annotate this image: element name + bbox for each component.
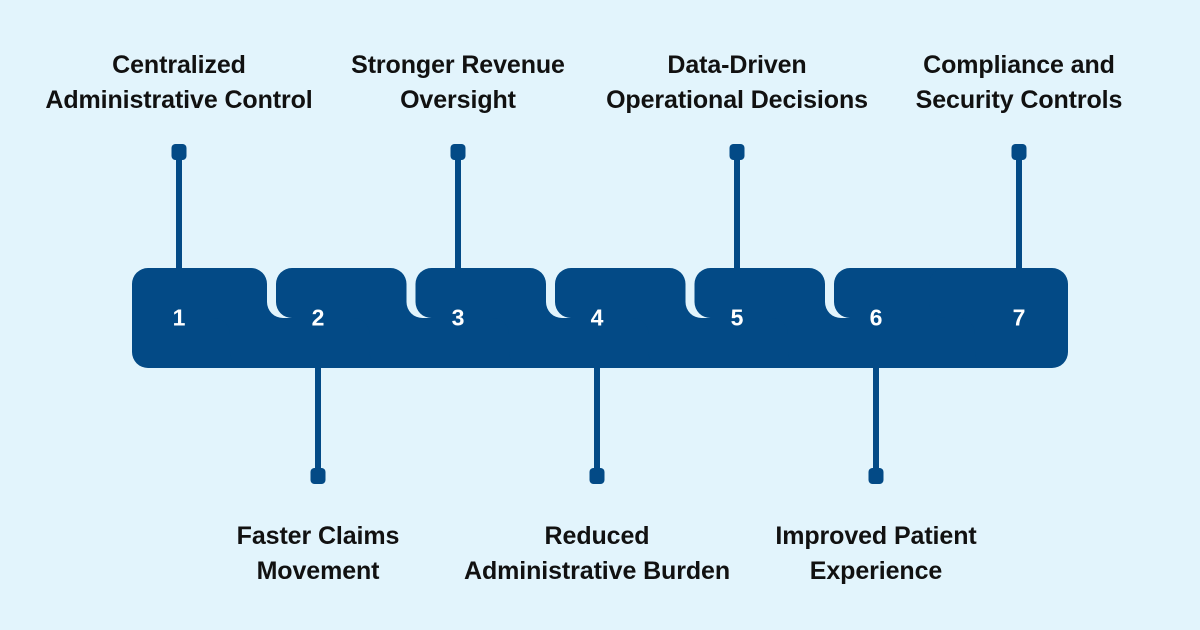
- connector-cap-top-4: [1011, 144, 1027, 160]
- segment-number-7: 7: [1012, 304, 1026, 331]
- callout-label-line: Experience: [809, 556, 943, 585]
- connector-cap-bottom-1: [310, 468, 326, 484]
- callout-label-line: Movement: [256, 556, 380, 585]
- callout-label-line: Data-Driven: [667, 51, 807, 79]
- callout-label-line: Centralized: [112, 51, 246, 79]
- segment-number-6: 6: [869, 304, 883, 331]
- connector-cap-bottom-2: [589, 468, 605, 484]
- connector-cap-top-3: [729, 144, 745, 160]
- connector-line-bottom-1: [315, 368, 321, 474]
- segment-number-4: 4: [590, 304, 604, 331]
- callout-label-line: Oversight: [400, 85, 516, 114]
- connector-line-bottom-2: [594, 368, 600, 474]
- segment-number-3: 3: [451, 304, 465, 331]
- segment-number-1: 1: [172, 304, 186, 331]
- callout-label-line: Administrative Control: [45, 85, 313, 114]
- connector-line-top-3: [734, 152, 740, 268]
- callout-label-line: Stronger Revenue: [351, 51, 565, 79]
- callout-label-line: Operational Decisions: [606, 85, 868, 114]
- callout-label-line: Reduced: [544, 522, 650, 550]
- callout-label-line: Administrative Burden: [463, 556, 731, 585]
- segment-number-2: 2: [311, 304, 325, 331]
- connector-cap-top-1: [171, 144, 187, 160]
- connector-cap-top-2: [450, 144, 466, 160]
- callout-label-line: Security Controls: [915, 85, 1123, 114]
- connector-cap-bottom-3: [868, 468, 884, 484]
- connector-line-top-1: [176, 152, 182, 268]
- connector-line-top-4: [1016, 152, 1022, 268]
- segment-number-5: 5: [730, 304, 744, 331]
- callout-label-line: Improved Patient: [775, 522, 977, 550]
- callout-label-line: Compliance and: [923, 51, 1115, 79]
- connector-line-top-2: [455, 152, 461, 268]
- callout-label-line: Faster Claims: [236, 522, 400, 550]
- process-segment-7[interactable]: [929, 268, 1068, 368]
- connector-line-bottom-3: [873, 368, 879, 474]
